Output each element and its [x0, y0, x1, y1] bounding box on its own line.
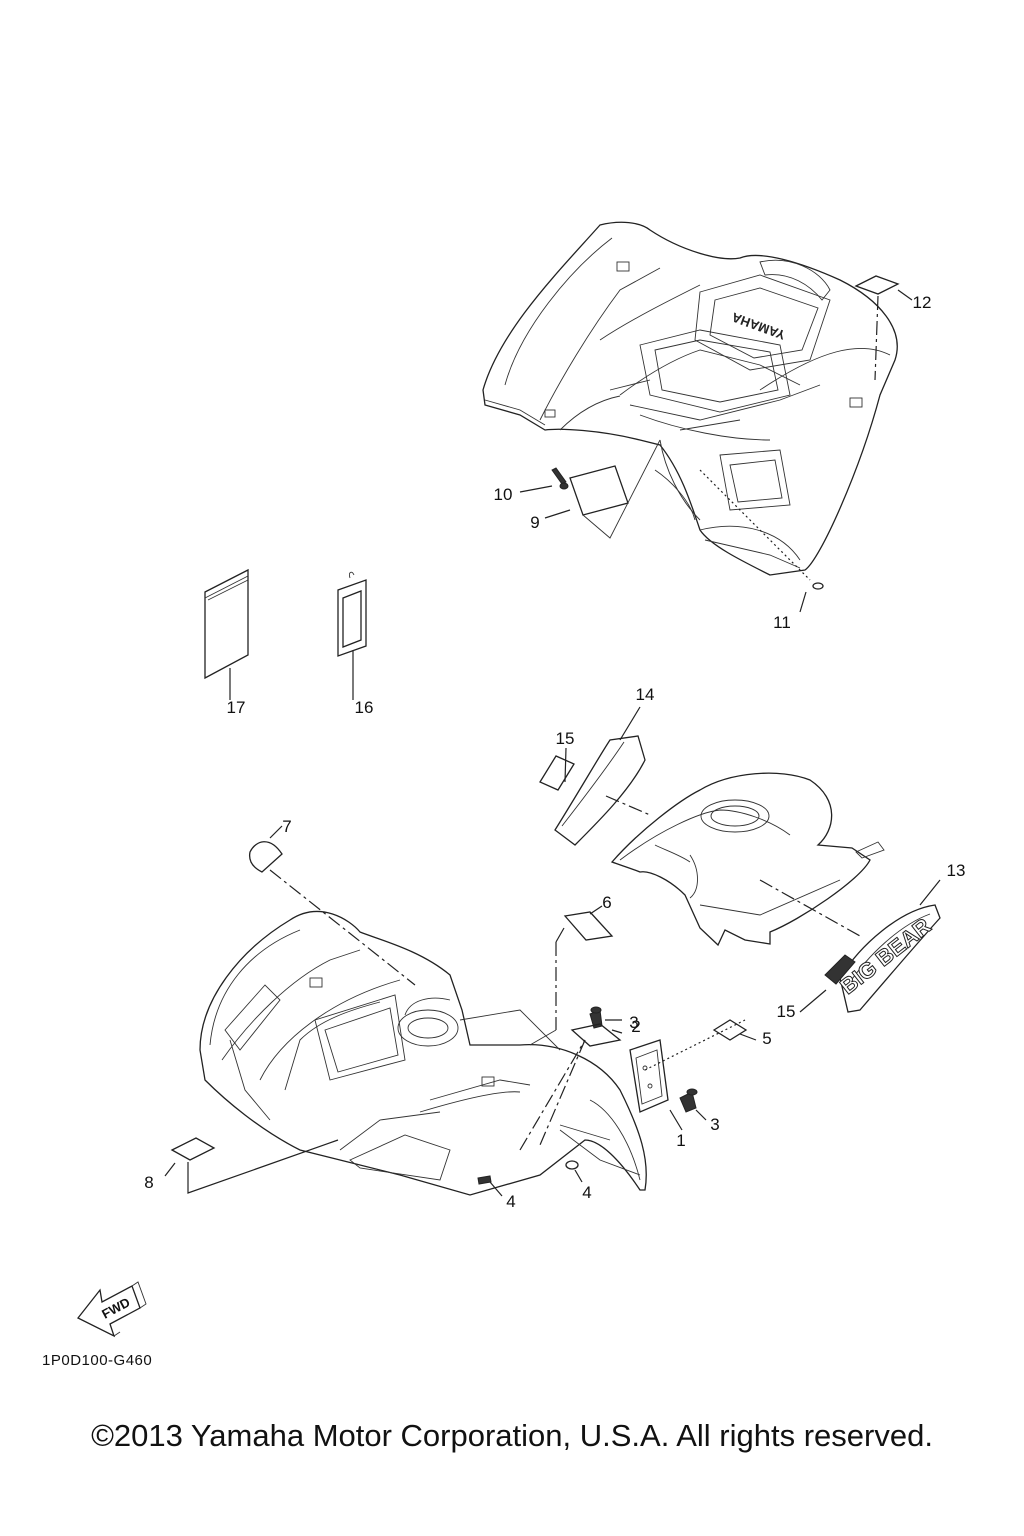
callout-15-upper: 15	[556, 729, 575, 748]
label-6	[563, 911, 614, 941]
callout-6: 6	[602, 893, 611, 912]
callout-7: 7	[282, 817, 291, 836]
callout-12: 12	[913, 293, 932, 312]
clip-4-left	[477, 1175, 492, 1185]
callout-11: 11	[773, 613, 791, 632]
side-emblem-13: BIG BEAR	[835, 904, 941, 1013]
callout-3-lower: 3	[710, 1115, 719, 1134]
callout-numbers: 1 2 3 3 4 4 5 6 7 8 9 10 11 12 13 14 15 …	[144, 293, 965, 1211]
label-16	[337, 571, 367, 657]
big-bear-emblem: BIG BEAR	[835, 913, 935, 999]
front-fender	[199, 910, 647, 1196]
label-17	[204, 568, 249, 680]
label-2	[570, 1023, 622, 1047]
fwd-label: FWD	[99, 1294, 132, 1321]
rivet-3-lower	[679, 1088, 698, 1113]
callout-3-upper: 3	[629, 1013, 638, 1032]
label-15-lower	[824, 954, 856, 985]
callout-8: 8	[144, 1173, 153, 1192]
label-15-upper	[539, 755, 575, 791]
callout-4-right: 4	[582, 1183, 591, 1202]
diagram-code: 1P0D100-G460	[42, 1352, 153, 1369]
clip-11	[812, 582, 824, 590]
label-5	[712, 1019, 748, 1041]
emblem-7	[248, 841, 283, 873]
mudflap-1	[629, 1039, 669, 1113]
callout-14: 14	[636, 685, 655, 704]
callout-10: 10	[494, 485, 513, 504]
label-12	[854, 275, 900, 295]
rivet-3-upper	[589, 1006, 603, 1029]
screw-10	[551, 467, 569, 490]
label-8	[170, 1137, 216, 1161]
callout-4-left: 4	[506, 1192, 515, 1211]
tank-cover	[610, 772, 885, 947]
callout-9: 9	[530, 513, 539, 532]
panel-14	[554, 735, 646, 846]
clip-4-right	[565, 1160, 579, 1170]
rear-fender: YAMAHA	[482, 221, 898, 576]
copyright-notice: ©2013 Yamaha Motor Corporation, U.S.A. A…	[91, 1418, 933, 1453]
callout-13: 13	[947, 861, 966, 880]
callout-5: 5	[762, 1029, 771, 1048]
yamaha-emblem: YAMAHA	[729, 309, 787, 342]
callout-16: 16	[355, 698, 374, 717]
callout-2: 2	[631, 1017, 640, 1036]
callout-17: 17	[227, 698, 246, 717]
callout-1: 1	[676, 1131, 685, 1150]
forward-arrow-icon: FWD	[76, 1281, 147, 1338]
callout-15-lower: 15	[777, 1002, 796, 1021]
plate-9	[569, 465, 629, 516]
